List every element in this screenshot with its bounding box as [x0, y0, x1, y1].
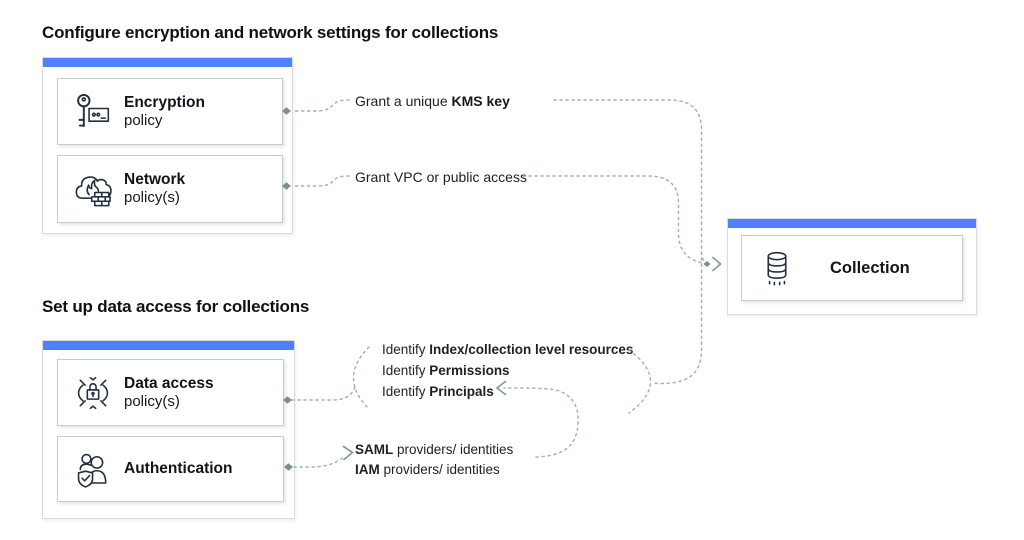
- authentication-to-providers-line: [293, 455, 346, 468]
- lock-target-icon: [72, 372, 114, 414]
- identify-resources-line: Identify Index/collection level resource…: [382, 339, 633, 360]
- identify-bold: Index/collection level resources: [429, 342, 634, 357]
- provider-rest: providers/ identities: [379, 461, 500, 477]
- network-policy-label: Network policy(s): [124, 170, 185, 208]
- box-title: Network: [124, 171, 186, 189]
- network-policy-box: Network policy(s): [57, 155, 283, 223]
- box-subtitle: policy(s): [124, 392, 180, 410]
- box-title: Authentication: [124, 460, 233, 478]
- key-card-icon: [72, 91, 114, 133]
- data-access-policy-box: Data access policy(s): [57, 359, 284, 426]
- identify-annotations: Identify Index/collection level resource…: [382, 339, 633, 402]
- accent-bar: [43, 341, 294, 350]
- provider-bold: IAM: [355, 461, 380, 477]
- cloud-firewall-icon: [72, 168, 114, 210]
- collection-box: Collection: [741, 235, 963, 301]
- identify-prefix: Identify: [382, 384, 430, 399]
- authentication-box: Authentication: [57, 436, 284, 502]
- accent-bar: [728, 219, 976, 228]
- identify-left-bracket: [352, 346, 370, 410]
- collection-arrow-dot: [703, 261, 711, 267]
- identify-bold: Principals: [429, 384, 494, 399]
- encryption-policy-box: Encryption policy: [57, 78, 283, 145]
- vpc-annotation: Grant VPC or public access: [355, 169, 527, 185]
- box-subtitle: policy(s): [124, 189, 180, 207]
- collection-arrowhead-icon: [712, 256, 722, 272]
- saml-providers-line: SAML providers/ identities: [355, 440, 513, 460]
- access-section-title: Set up data access for collections: [42, 297, 310, 316]
- vpc-to-collection-line: [522, 175, 703, 264]
- box-title: Data access: [124, 374, 214, 392]
- database-icon: [756, 247, 798, 289]
- data-access-card: Data access policy(s) Authentication: [42, 340, 295, 519]
- data-access-to-identify-line: [291, 385, 357, 401]
- encryption-policy-label: Encryption policy: [124, 93, 205, 131]
- box-title: Encryption: [124, 93, 205, 111]
- encryption-section-title: Configure encryption and network setting…: [42, 23, 499, 42]
- providers-arrowhead-icon: [342, 445, 354, 461]
- identify-prefix: Identify: [382, 342, 430, 357]
- vpc-to-network-line: [291, 175, 350, 187]
- collection-arrow-branch-line: [700, 251, 708, 265]
- identify-prefix: Identify: [382, 363, 430, 378]
- authentication-label: Authentication: [124, 459, 233, 478]
- encryption-network-card: Encryption policy Network: [42, 57, 293, 234]
- accent-bar: [43, 58, 292, 67]
- identify-principals-line: Identify Principals: [382, 381, 633, 402]
- kms-annotation: Grant a unique KMS key: [355, 93, 510, 109]
- data-access-policy-label: Data access policy(s): [124, 374, 214, 412]
- identify-permissions-line: Identify Permissions: [382, 360, 633, 381]
- provider-annotations: SAML providers/ identities IAM providers…: [355, 440, 513, 479]
- identify-bold: Permissions: [429, 363, 510, 378]
- iam-providers-line: IAM providers/ identities: [355, 460, 513, 480]
- collection-card: Collection: [727, 218, 977, 315]
- kms-to-encryption-line: [291, 99, 350, 112]
- users-shield-icon: [72, 448, 114, 490]
- provider-bold: SAML: [355, 442, 394, 457]
- kms-annotation-prefix: Grant a unique: [355, 93, 452, 109]
- kms-annotation-bold: KMS key: [451, 93, 510, 109]
- box-subtitle: policy: [124, 111, 163, 129]
- collection-title: Collection: [830, 258, 910, 277]
- provider-rest: providers/ identities: [393, 442, 514, 457]
